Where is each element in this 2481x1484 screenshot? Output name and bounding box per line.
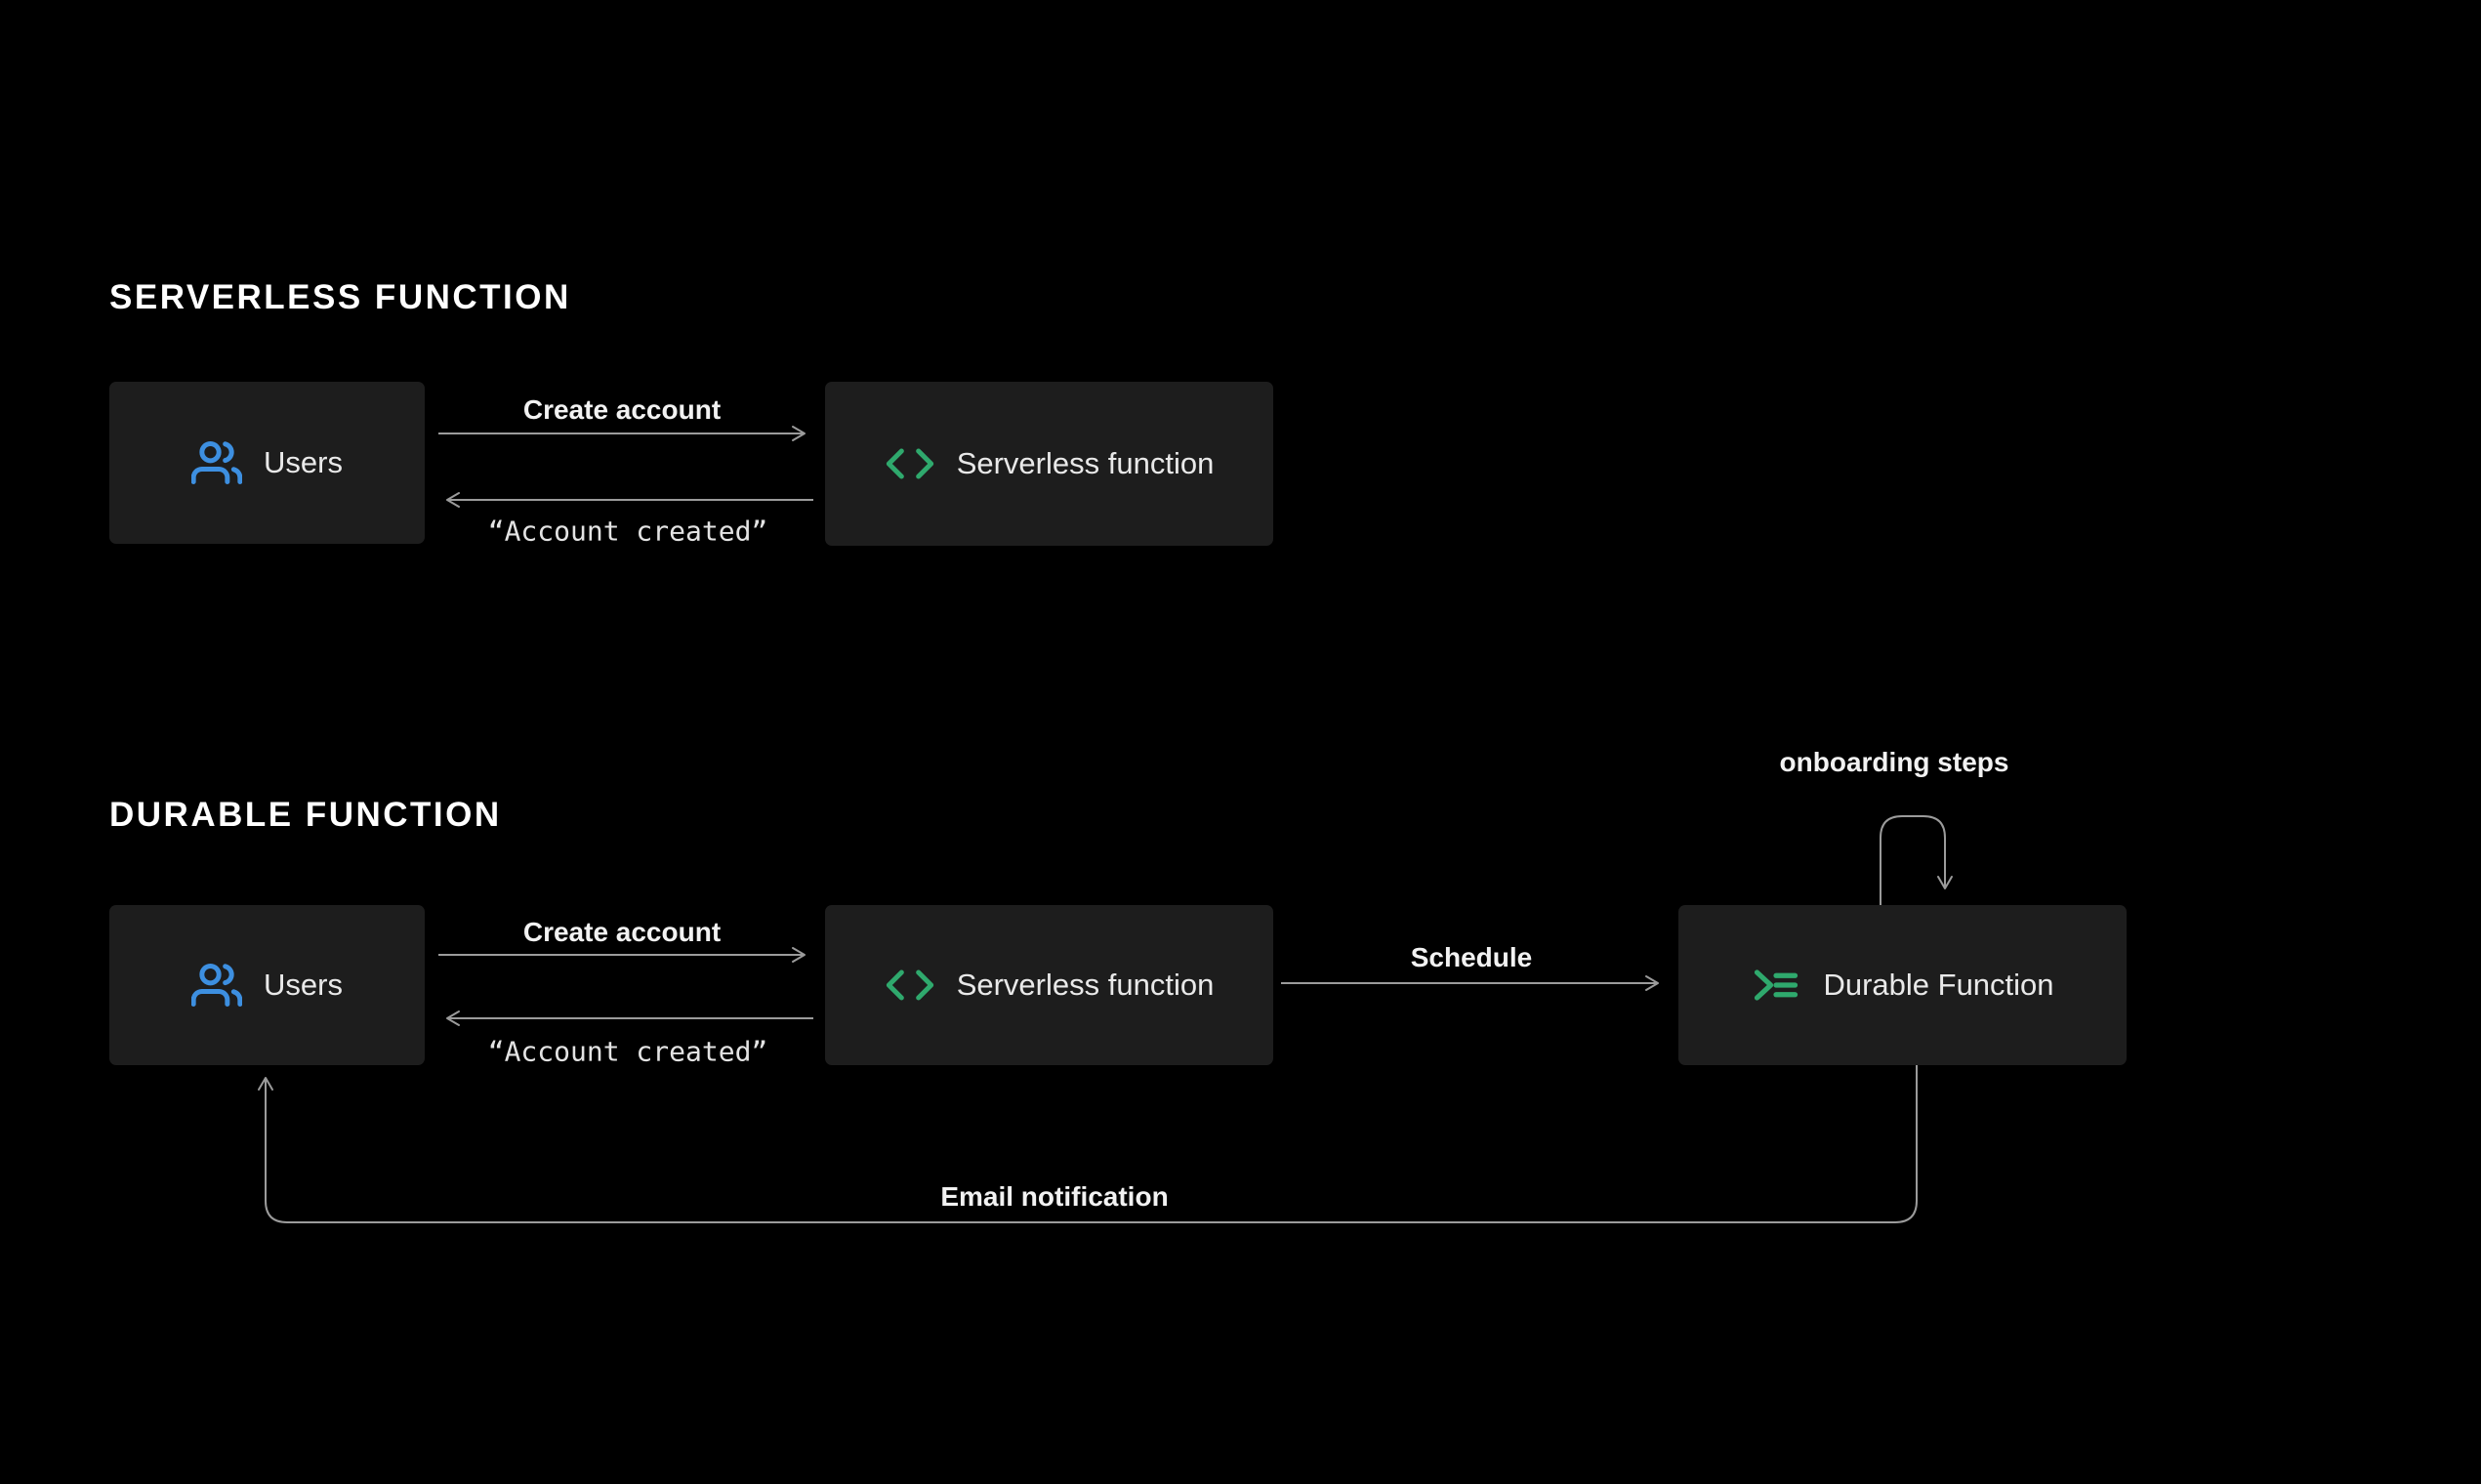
edge-label-onboarding-steps: onboarding steps [1779, 747, 2009, 777]
node-serverless-function-2-label: Serverless function [956, 968, 1215, 1002]
node-users-2: Users [109, 905, 425, 1065]
node-users-1: Users [109, 382, 425, 544]
node-serverless-function-2: Serverless function [825, 905, 1273, 1065]
edge-label-create-account-2: Create account [522, 917, 722, 947]
node-durable-function-label: Durable Function [1823, 968, 2054, 1002]
section-heading-serverless-function: SERVERLESS FUNCTION [109, 278, 571, 316]
node-serverless-function-1: Serverless function [825, 382, 1273, 546]
edge-label-schedule: Schedule [1410, 942, 1533, 972]
edge-label-account-created-2: “Account created” [487, 1035, 768, 1068]
edge-label-account-created-1: “Account created” [487, 515, 768, 548]
edge-label-email-notification: Email notification [940, 1181, 1169, 1212]
durable-function-icon [1755, 969, 1799, 1001]
node-serverless-function-1-label: Serverless function [956, 446, 1215, 480]
edge-label-create-account-1: Create account [522, 394, 722, 425]
section-heading-durable-function: DURABLE FUNCTION [109, 796, 502, 834]
users-icon [191, 441, 243, 484]
node-users-1-label: Users [264, 445, 343, 479]
node-durable-function: Durable Function [1678, 905, 2127, 1065]
users-icon [191, 964, 243, 1007]
node-users-2-label: Users [264, 968, 343, 1002]
code-icon [886, 448, 933, 479]
code-icon [886, 969, 933, 1001]
edge-onboarding-loop [1880, 815, 1953, 905]
